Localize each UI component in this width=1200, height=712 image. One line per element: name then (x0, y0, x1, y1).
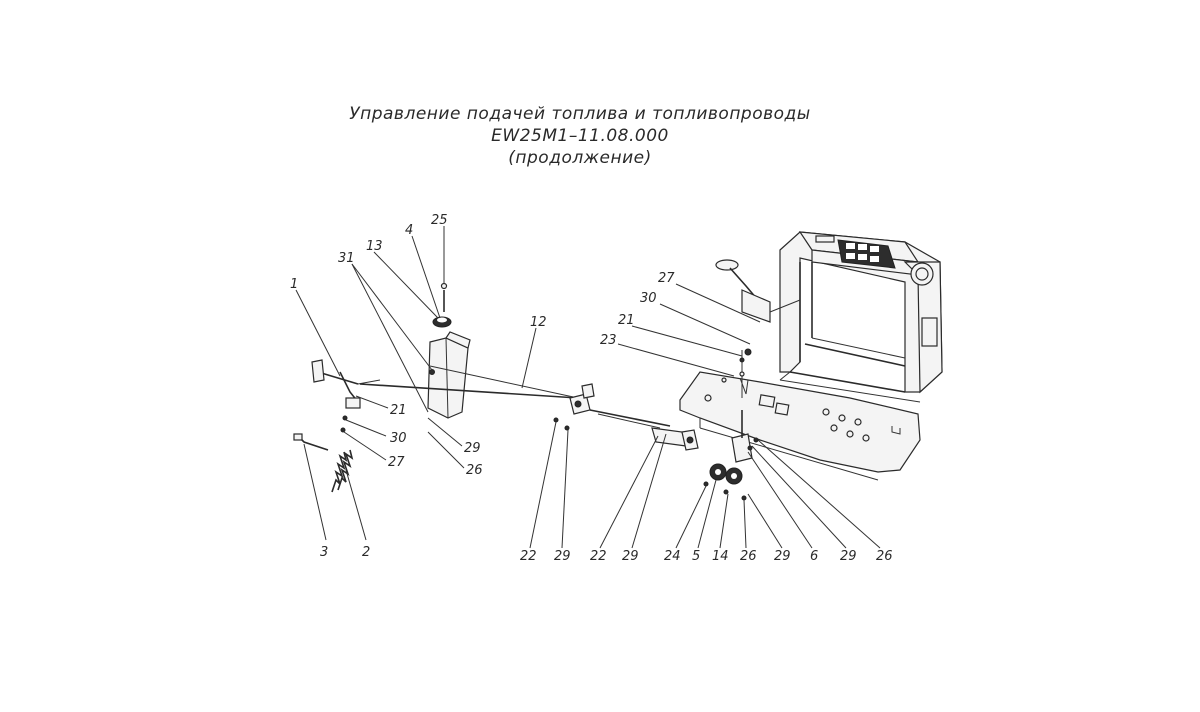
lever-assembly (703, 410, 759, 501)
callout-27-left: 27 (388, 455, 405, 470)
spring-2 (331, 449, 354, 493)
callout-12: 12 (530, 315, 547, 330)
dashboard-panel (815, 235, 896, 269)
callout-24: 24 (664, 549, 681, 564)
callout-26-left: 26 (466, 463, 483, 478)
callout-22-a: 22 (520, 549, 537, 564)
rod-clamp-left (553, 383, 595, 431)
callout-6: 6 (810, 549, 818, 564)
callout-26-b: 26 (740, 549, 757, 564)
diagram-title: Управление подачей топлива и топливопров… (349, 104, 811, 124)
floor-plate (679, 371, 921, 481)
callout-labels: 25 4 13 31 1 12 21 30 27 29 26 3 2 27 30… (290, 213, 893, 564)
callout-29-c: 29 (622, 549, 639, 564)
accelerator-pedal (311, 359, 381, 433)
callout-21-right: 21 (618, 313, 635, 328)
callout-30-right: 30 (640, 291, 657, 306)
callout-21-left: 21 (390, 403, 407, 418)
callout-26-c: 26 (876, 549, 893, 564)
bolt-stack-23 (739, 348, 752, 398)
callout-2: 2 (362, 545, 370, 560)
pedal-bracket (427, 331, 471, 419)
callout-23: 23 (600, 333, 617, 348)
callout-3: 3 (320, 545, 328, 560)
callout-29-left: 29 (464, 441, 481, 456)
callout-1: 1 (290, 277, 298, 292)
callout-30-left: 30 (390, 431, 407, 446)
gear-lever (715, 259, 801, 323)
callout-29-d: 29 (774, 549, 791, 564)
pin-3 (293, 433, 329, 451)
diagram-subtitle: (продолжение) (508, 148, 652, 168)
bushing-13 (432, 282, 452, 328)
leader-lines (295, 226, 881, 549)
callout-5: 5 (692, 549, 700, 564)
callout-31: 31 (338, 251, 355, 266)
throttle-rod (359, 365, 671, 429)
callout-27-right: 27 (658, 271, 675, 286)
callout-4: 4 (405, 223, 413, 238)
callout-22-b: 22 (590, 549, 607, 564)
callout-29-b: 29 (554, 549, 571, 564)
callout-13: 13 (366, 239, 383, 254)
callout-14: 14 (712, 549, 729, 564)
rod-clamp-right (651, 427, 699, 451)
callout-29-e: 29 (840, 549, 857, 564)
callout-25: 25 (431, 213, 448, 228)
diagram-part-number: EW25M1–11.08.000 (491, 126, 669, 146)
